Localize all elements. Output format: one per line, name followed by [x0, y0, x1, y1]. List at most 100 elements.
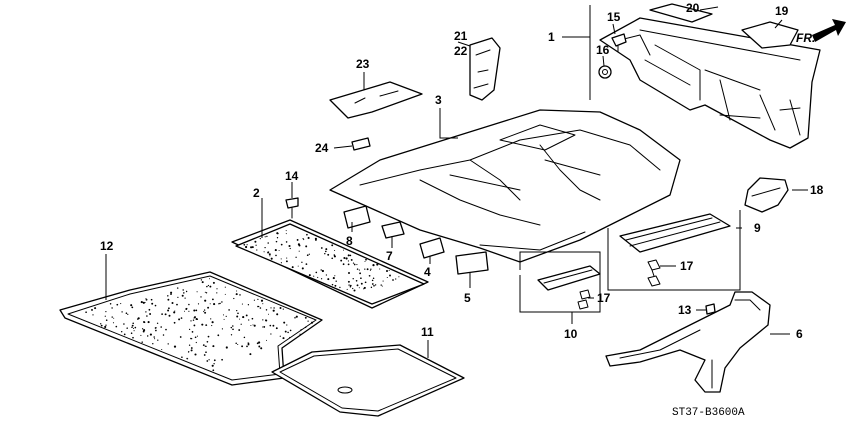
carpet-speck: [313, 275, 315, 277]
carpet-speck: [225, 315, 227, 318]
carpet-speck: [217, 334, 220, 337]
callout-14: 14: [285, 169, 299, 183]
carpet-speck: [371, 283, 374, 285]
carpet-speck: [157, 339, 159, 341]
carpet-speck: [270, 307, 272, 309]
carpet-speck: [331, 244, 334, 247]
carpet-speck: [254, 240, 257, 243]
carpet-speck: [148, 308, 151, 311]
callout-17-upper: 17: [680, 259, 694, 273]
carpet-speck: [218, 303, 220, 305]
callout-20: 20: [686, 1, 700, 15]
carpet-speck: [151, 302, 154, 305]
carpet-speck: [294, 317, 296, 319]
carpet-speck: [298, 250, 300, 252]
carpet-speck: [308, 274, 311, 277]
carpet-speck: [152, 343, 154, 345]
carpet-speck: [178, 318, 181, 321]
carpet-speck: [212, 369, 215, 372]
carpet-speck: [352, 278, 354, 280]
pad-24: [351, 137, 371, 151]
carpet-speck: [270, 257, 273, 260]
carpet-speck: [239, 294, 241, 296]
carpet-speck: [251, 317, 254, 320]
carpet-speck: [280, 258, 282, 260]
carpet-speck: [331, 257, 334, 260]
clip-15: [611, 33, 627, 53]
carpet-speck: [265, 319, 268, 322]
carpet-speck: [131, 326, 133, 328]
carpet-speck: [133, 330, 135, 332]
carpet-speck: [183, 310, 186, 312]
carpet-speck: [272, 309, 275, 312]
carpet-speck: [263, 251, 265, 253]
carpet-speck: [188, 344, 191, 346]
carpet-speck: [141, 328, 144, 330]
carpet-speck: [370, 286, 373, 289]
carpet-speck: [186, 307, 188, 310]
carpet-speck: [167, 309, 170, 312]
carpet-speck: [295, 315, 298, 318]
grommet-16: [598, 65, 612, 79]
carpet-speck: [167, 298, 170, 301]
carpet-speck: [146, 335, 149, 337]
carpet-speck: [342, 263, 345, 266]
floor-mat-12: [59, 271, 323, 386]
carpet-speck: [116, 303, 119, 306]
carpet-speck: [260, 347, 263, 350]
carpet-speck: [306, 233, 308, 236]
sill-plate-10: [537, 265, 601, 310]
carpet-speck: [266, 235, 268, 238]
carpet-speck: [203, 309, 206, 311]
carpet-speck: [287, 331, 289, 334]
diagram-code: ST37-B3600A: [672, 407, 745, 419]
carpet-speck: [275, 254, 277, 257]
carpet-texture: [85, 230, 400, 372]
carpet-speck: [161, 313, 163, 315]
carpet-speck: [245, 314, 248, 317]
carpet-speck: [221, 358, 223, 361]
carpet-speck: [334, 284, 337, 287]
carpet-speck: [115, 325, 118, 328]
carpet-speck: [334, 249, 336, 252]
carpet-speck: [206, 360, 209, 362]
carpet-speck: [286, 257, 288, 259]
part-19-shape: [741, 21, 799, 49]
carpet-speck: [237, 343, 239, 346]
carpet-speck: [191, 338, 193, 340]
carpet-speck: [238, 329, 241, 331]
carpet-speck: [356, 268, 359, 270]
carpet-speck: [320, 247, 323, 249]
carpet-speck: [325, 274, 328, 276]
carpet-speck: [205, 292, 208, 294]
callout-3: 3: [435, 93, 442, 107]
carpet-speck: [255, 244, 257, 246]
carpet-speck: [392, 279, 394, 281]
carpet-speck: [100, 324, 103, 327]
carpet-speck: [233, 297, 235, 300]
carpet-speck: [181, 294, 184, 297]
carpet-speck: [299, 333, 301, 335]
carpet-speck: [395, 278, 397, 280]
callout-22: 22: [454, 44, 468, 58]
carpet-speck: [267, 251, 270, 253]
carpet-speck: [314, 238, 317, 241]
carpet-speck: [242, 316, 245, 319]
carpet-speck: [155, 326, 157, 329]
carpet-speck: [204, 299, 207, 302]
carpet-speck: [111, 316, 113, 318]
callout-13: 13: [678, 303, 692, 317]
carpet-speck: [132, 336, 134, 339]
leader-lines: [105, 5, 808, 358]
block-8: [343, 205, 371, 229]
carpet-speck: [211, 364, 214, 367]
duct-6: [605, 291, 771, 393]
carpet-speck: [353, 263, 356, 266]
carpet-speck: [143, 321, 146, 324]
carpet-speck: [131, 306, 134, 309]
carpet-speck: [188, 351, 190, 353]
carpet-speck: [280, 243, 283, 246]
carpet-speck: [193, 324, 196, 327]
carpet-speck: [156, 322, 159, 324]
carpet-speck: [381, 285, 383, 287]
